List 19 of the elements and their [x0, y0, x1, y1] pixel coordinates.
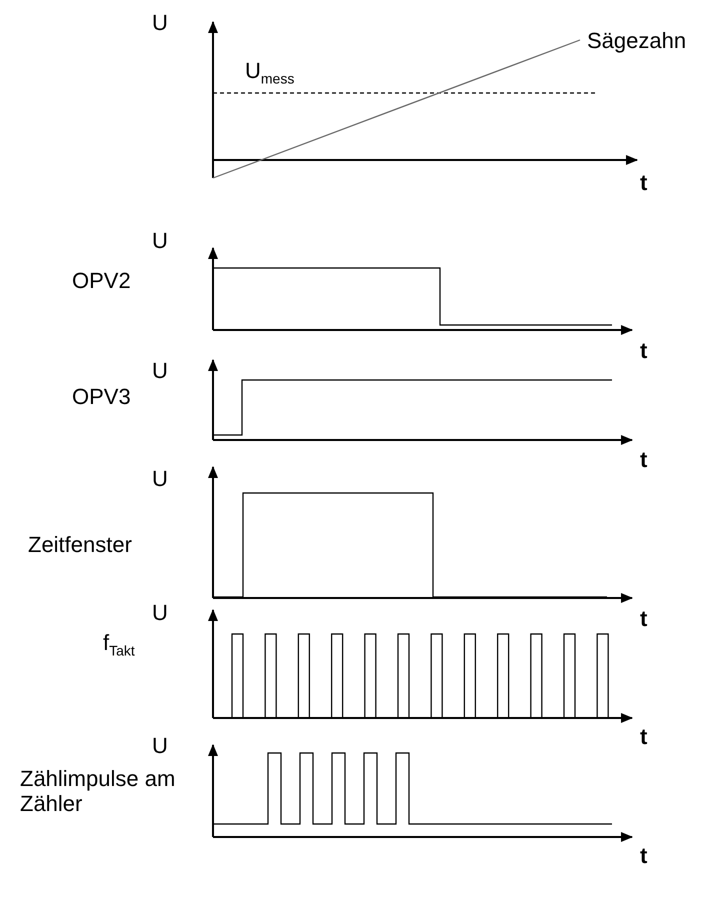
- signal-label: OPV2: [72, 268, 131, 294]
- axis-label: t: [640, 170, 648, 196]
- signal-label: Zeitfenster: [28, 532, 132, 558]
- axis-label: U: [152, 10, 168, 36]
- axis-label: U: [152, 358, 168, 384]
- axis-label: t: [640, 338, 648, 364]
- signal-label: f$_{Takt}$: [103, 630, 135, 658]
- axis-label: U: [152, 466, 168, 492]
- curve-label: Sägezahn: [587, 28, 686, 54]
- signal-label: OPV3: [72, 384, 131, 410]
- axis-label: U: [152, 600, 168, 626]
- axis-label: t: [640, 843, 648, 868]
- signal-label: Zählimpulse am Zähler: [20, 766, 176, 817]
- axis-label: U: [152, 228, 168, 254]
- axis-label: U: [152, 733, 168, 758]
- threshold-label: U$_{mess}$: [245, 58, 294, 86]
- axis-label: t: [640, 447, 648, 472]
- axis-label: t: [640, 724, 648, 750]
- axis-label: t: [640, 606, 648, 632]
